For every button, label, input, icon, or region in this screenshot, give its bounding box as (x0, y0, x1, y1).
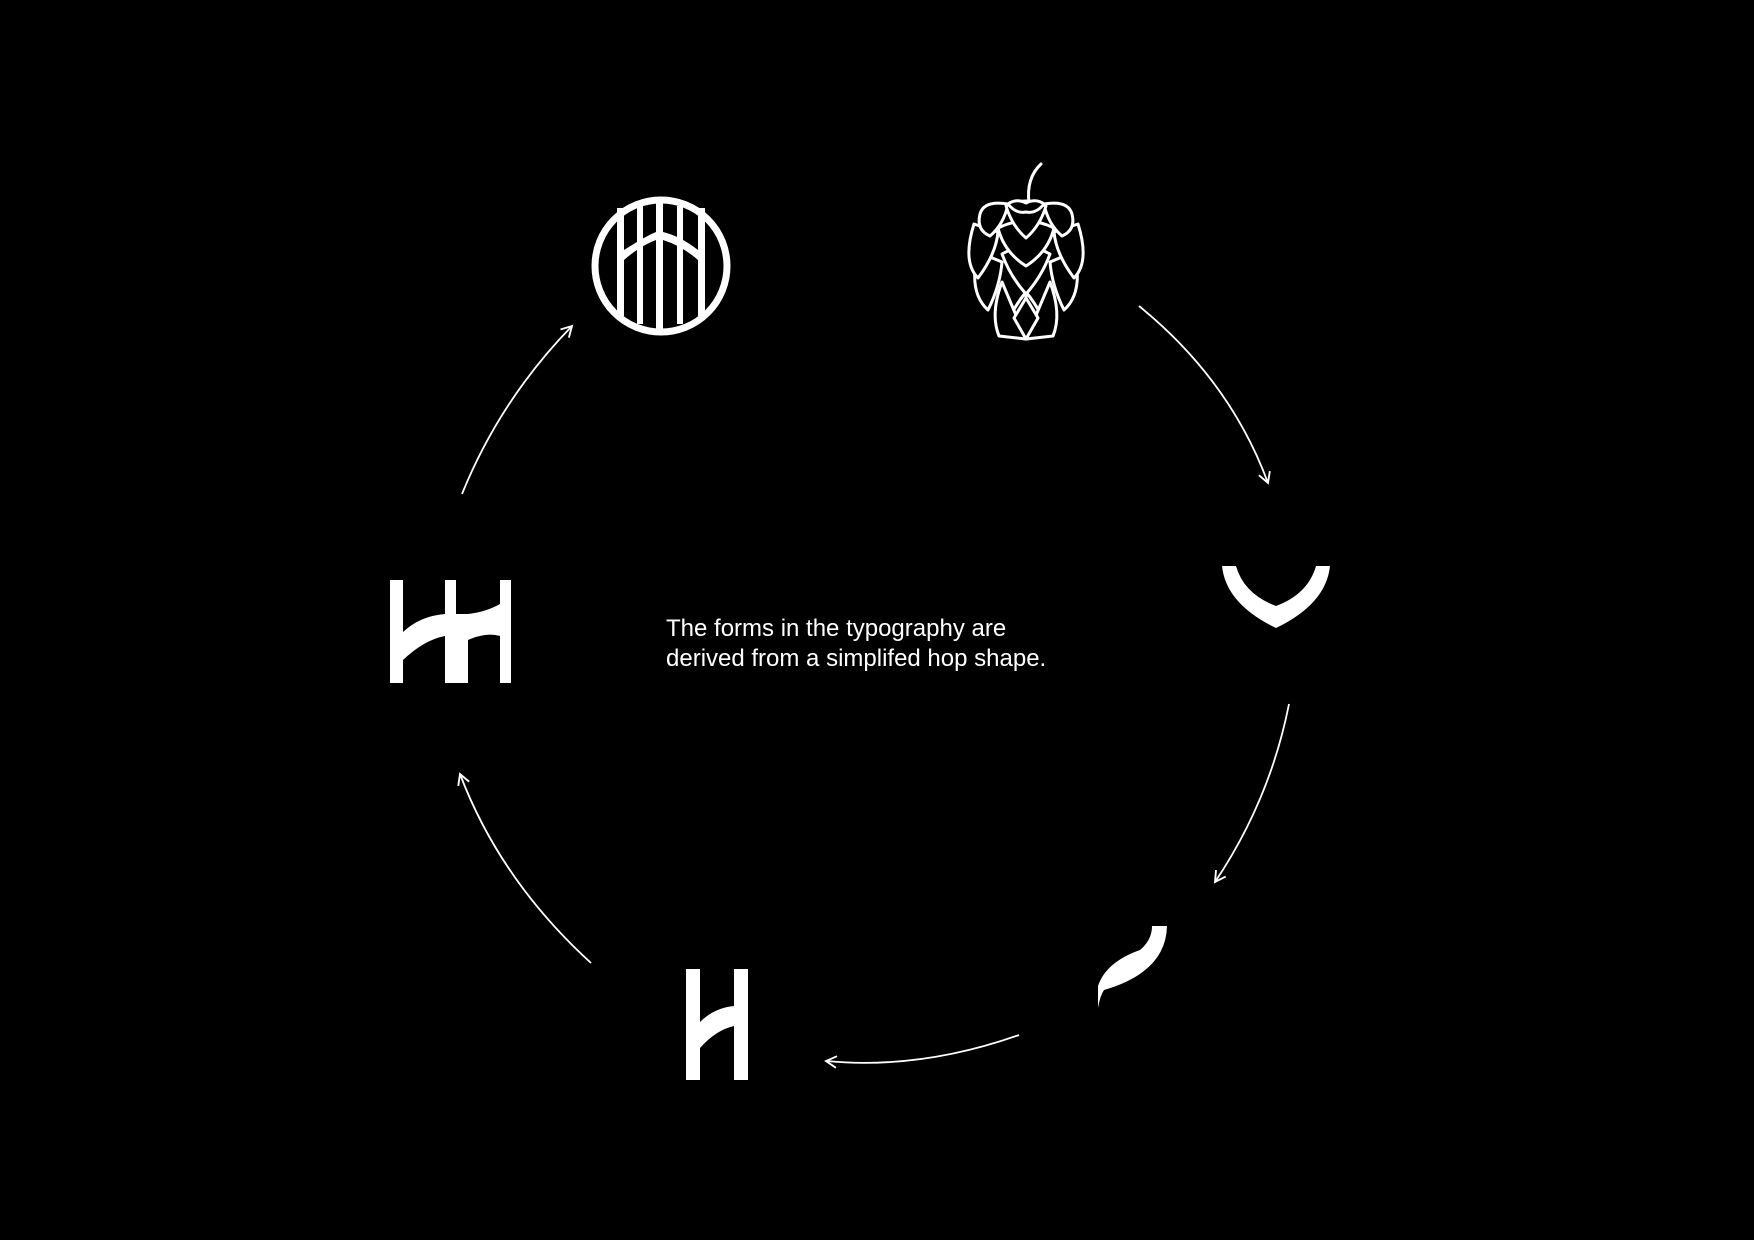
caption-line-2: derived from a simplifed hop shape. (666, 645, 1047, 672)
circle-monogram-icon (591, 196, 731, 336)
arrow-half-curve-to-h (824, 1034, 1020, 1069)
arrow-double-h-to-monogram (461, 324, 574, 495)
arrow-h-to-double-h (457, 772, 592, 964)
letter-h-icon (686, 969, 748, 1080)
cycle-arrows (457, 305, 1290, 1069)
arrow-hop-to-base-curve (1138, 305, 1271, 485)
diagram-caption: The forms in the typography are derived … (666, 614, 1126, 674)
hop-half-curve-icon (1098, 926, 1167, 1008)
double-h-monogram-icon (390, 580, 511, 683)
caption-line-1: The forms in the typography are (666, 615, 1007, 642)
hop-base-curve-icon (1222, 566, 1330, 628)
hop-cone-icon (967, 162, 1085, 341)
arrow-base-curve-to-half-curve (1213, 703, 1290, 884)
